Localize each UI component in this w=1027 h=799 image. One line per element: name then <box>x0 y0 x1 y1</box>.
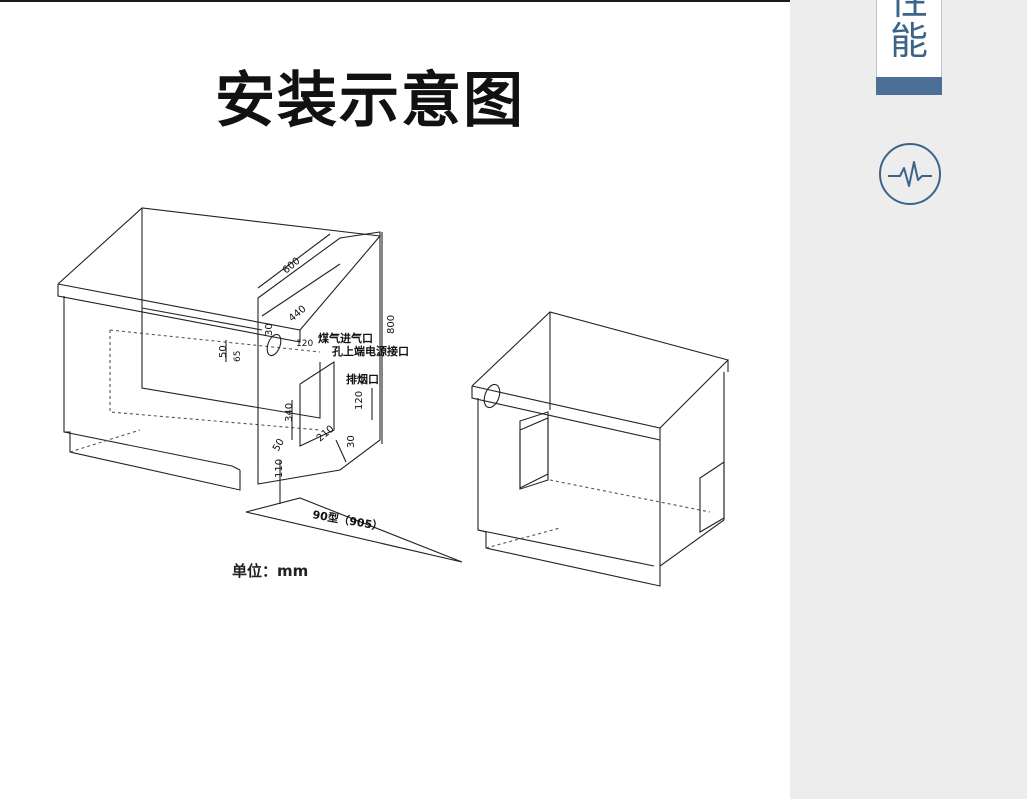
dim-800: 800 <box>386 315 397 334</box>
dim-120: 120 <box>296 339 313 349</box>
left-counter-front <box>57 284 301 343</box>
right-cutout-front <box>519 417 549 489</box>
dim-120b: 120 <box>354 391 365 410</box>
page-title: 安装示意图 <box>215 66 525 136</box>
floor-dimension <box>245 497 463 563</box>
installation-diagram: 600 440 800 30 120 50 65 340 120 210 30 … <box>57 207 730 587</box>
right-cabinet-body <box>477 372 725 587</box>
exhaust-box <box>299 360 335 447</box>
top-rule <box>0 0 790 2</box>
sidebar-tab-label: 性 能 <box>877 0 941 57</box>
dim-50b: 50 <box>271 437 287 454</box>
right-counter-top <box>471 311 730 429</box>
right-cutout-right <box>699 460 725 533</box>
exhaust-label: 排烟口 <box>346 372 379 386</box>
sidebar: 性 能 <box>790 0 1027 799</box>
left-cabinet-side <box>63 296 241 491</box>
gas-inlet-hole <box>266 333 282 357</box>
tab-char-1: 性 <box>889 0 928 23</box>
dim-65: 65 <box>233 351 243 362</box>
dim-340: 340 <box>284 403 295 422</box>
dim-110: 110 <box>274 459 285 478</box>
dim-30b: 30 <box>346 435 357 448</box>
heartbeat-icon[interactable] <box>878 142 942 206</box>
dim-50: 50 <box>218 345 229 358</box>
left-cabinet-base <box>63 431 241 471</box>
dim-30: 30 <box>264 323 275 336</box>
main-panel: 安装示意图 <box>0 0 790 587</box>
left-cavity-dashed <box>109 330 321 431</box>
tab-accent-bar <box>876 77 942 95</box>
power-port-label: 孔上端电源接口 <box>332 344 409 358</box>
sidebar-tab-performance[interactable]: 性 能 <box>876 0 942 95</box>
gas-inlet-label: 煤气进气口 <box>318 331 373 345</box>
dim-440: 440 <box>287 304 309 325</box>
cutout-panel <box>257 231 381 485</box>
dim-210: 210 <box>315 424 337 445</box>
tab-char-2: 能 <box>889 19 928 57</box>
right-gas-hole <box>483 383 501 409</box>
unit-label: 单位：mm <box>232 562 309 580</box>
right-counter-front <box>471 386 661 441</box>
oven-opening <box>141 308 321 419</box>
